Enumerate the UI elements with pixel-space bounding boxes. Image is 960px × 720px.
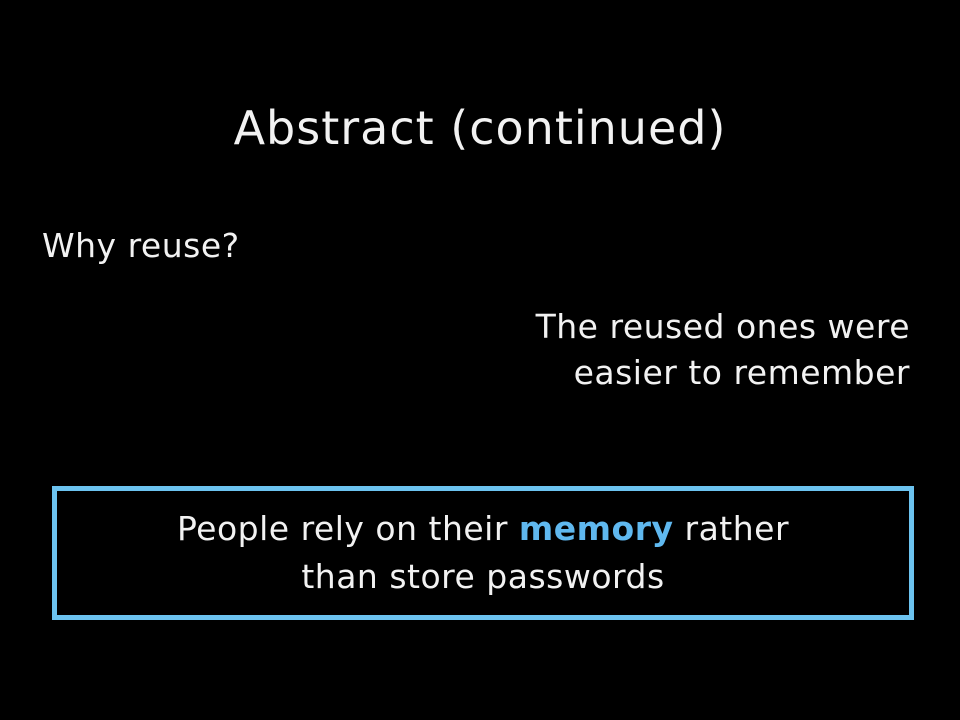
callout-text: People rely on their memory rather than … <box>57 505 909 601</box>
callout-line-1: People rely on their memory rather <box>57 505 909 553</box>
highlight-word: memory <box>518 509 674 548</box>
answer-line-1: The reused ones were <box>535 307 910 346</box>
answer-line-2: easier to remember <box>573 353 910 392</box>
callout-line-1-after: rather <box>673 509 790 548</box>
question-text: Why reuse? <box>42 226 240 265</box>
answer-text: The reused ones were easier to remember <box>350 304 910 396</box>
slide-title: Abstract (continued) <box>233 101 727 155</box>
callout-box: People rely on their memory rather than … <box>52 486 914 620</box>
callout-line-1-before: People rely on their <box>176 509 519 548</box>
callout-line-2: than store passwords <box>301 557 665 596</box>
